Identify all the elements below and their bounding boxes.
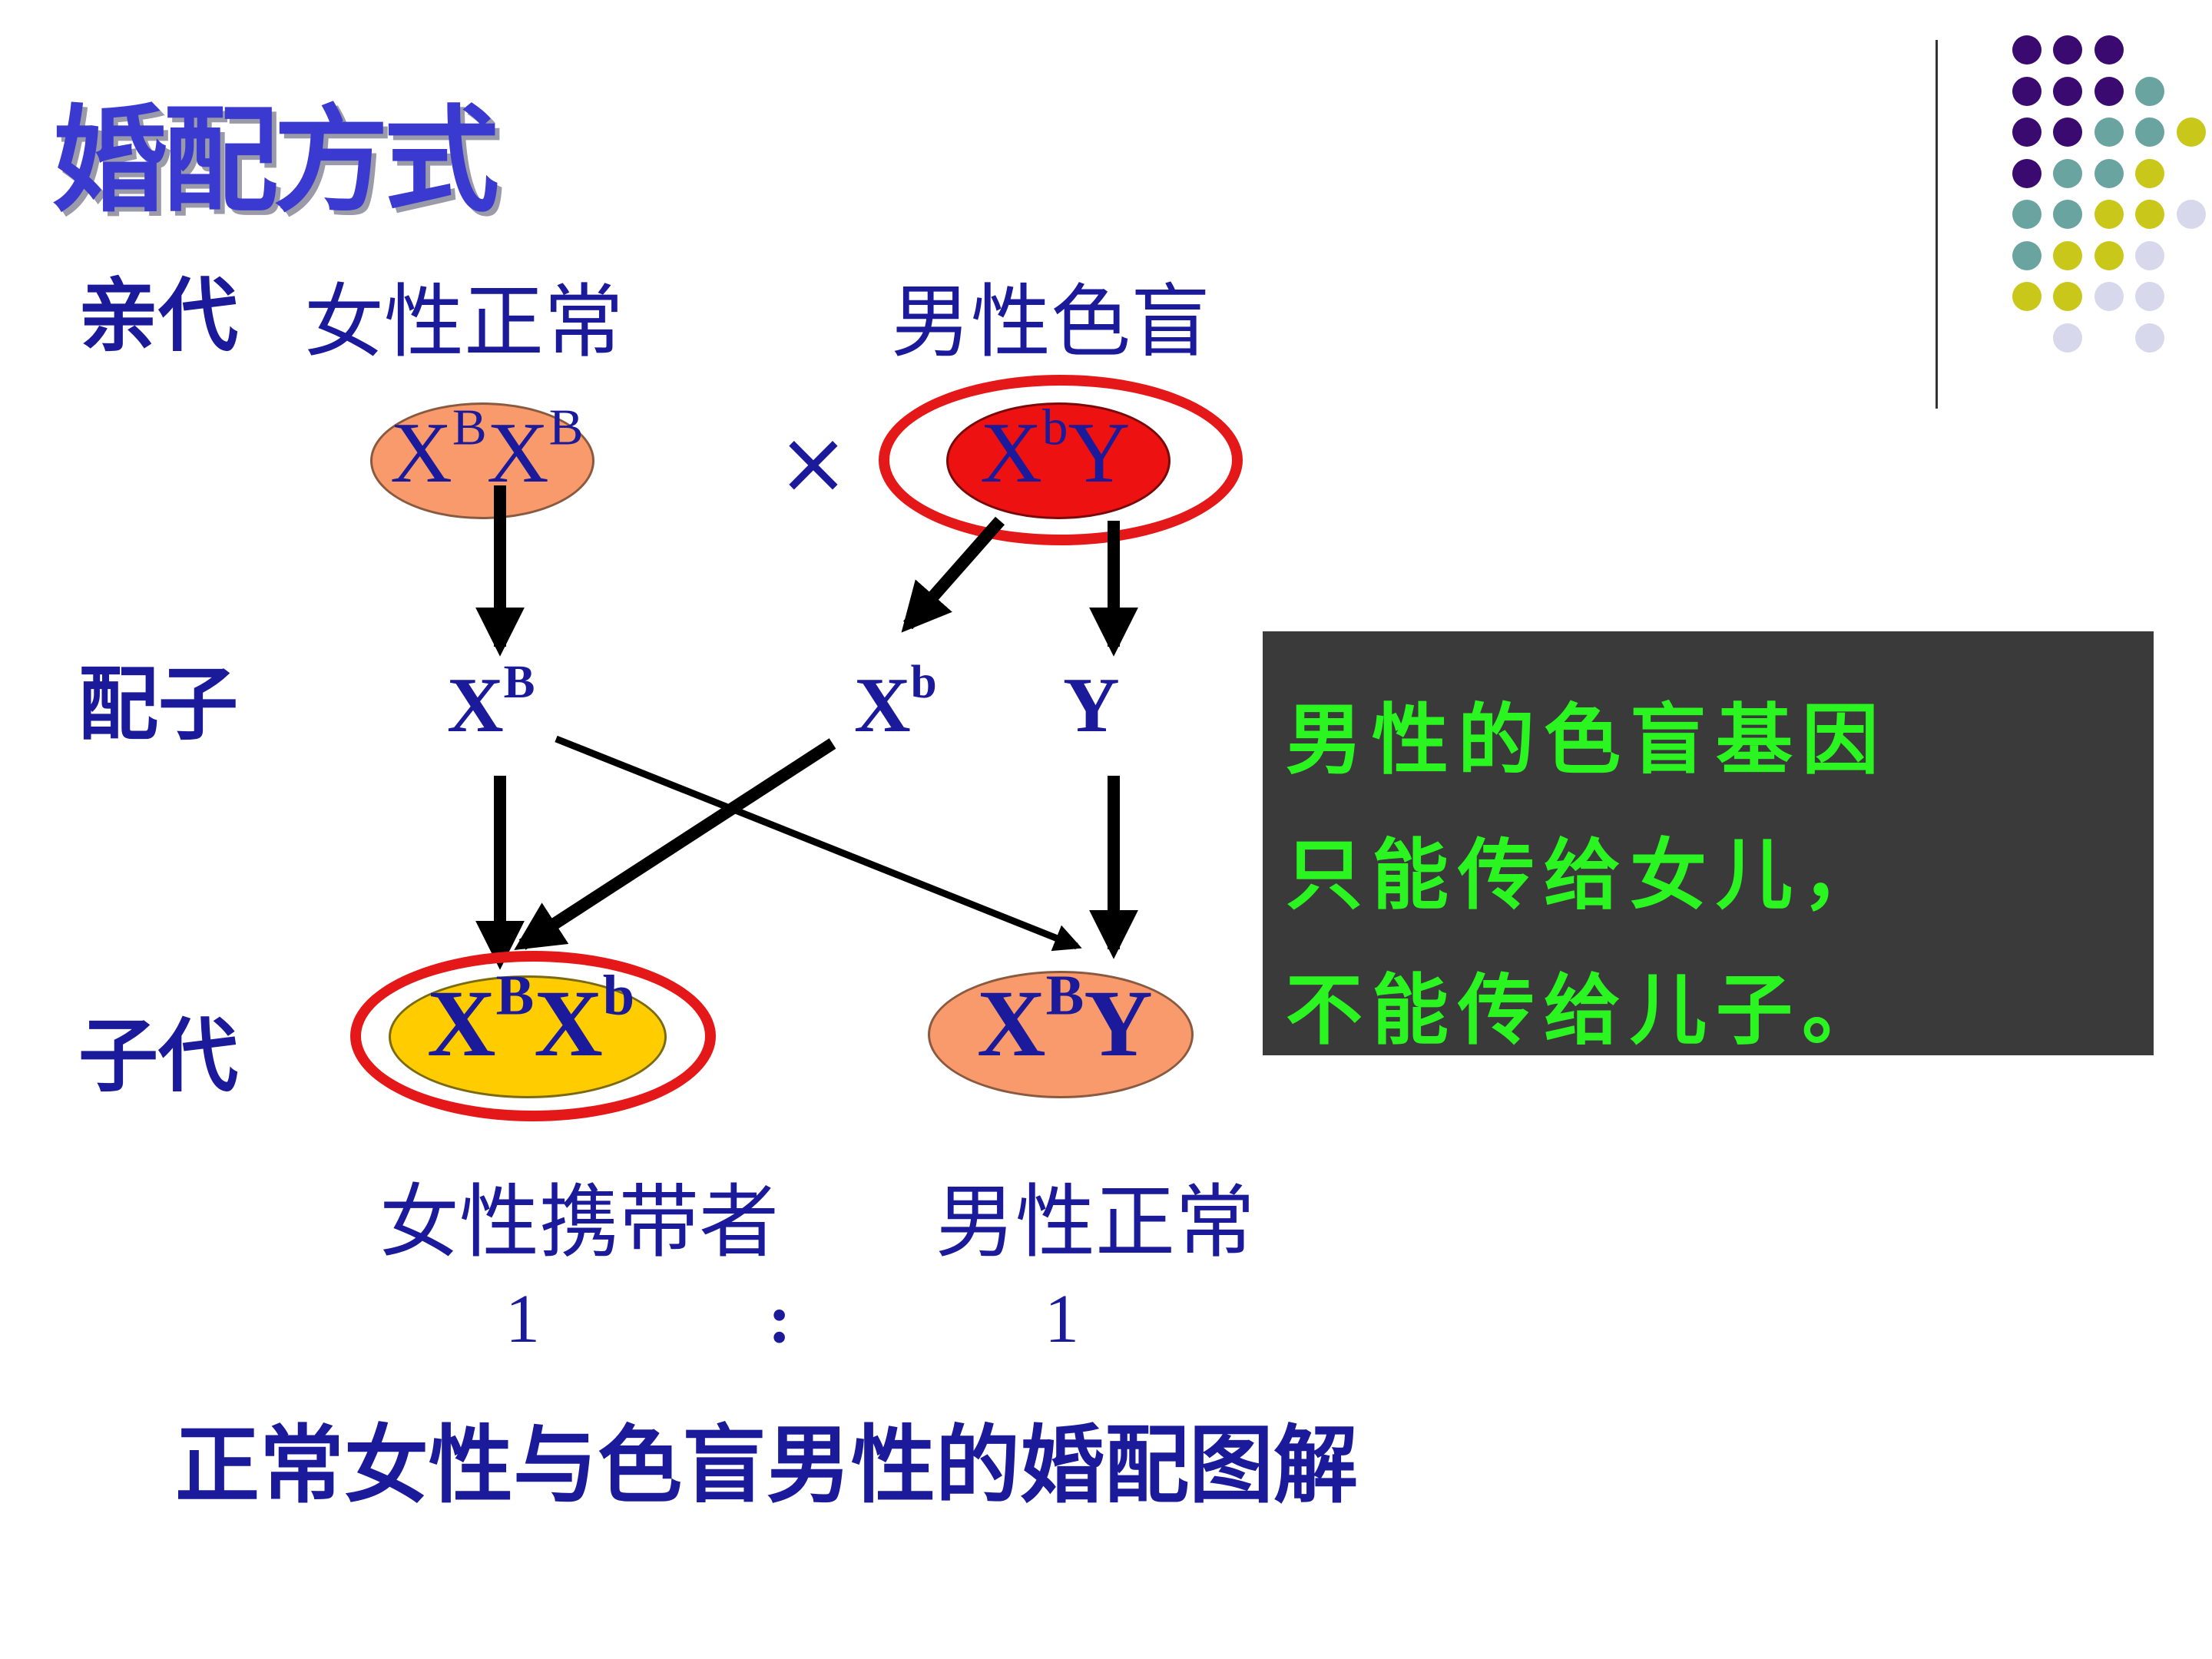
decorative-dot	[2053, 200, 2082, 229]
decorative-dot	[2053, 158, 2082, 188]
row-label-offspring: 子代	[78, 1009, 239, 1103]
note-line-3: 不能传给儿子。	[1286, 965, 1888, 1055]
decorative-dot	[2176, 200, 2206, 229]
gamete-y: Y	[1063, 662, 1120, 749]
gamete-xb: Xb	[854, 655, 937, 749]
parent-male-oval	[946, 402, 1171, 519]
decorative-dot	[2053, 76, 2082, 106]
decorative-dot	[2053, 240, 2082, 270]
offspring-daughter-oval	[389, 975, 667, 1098]
note-line-2: 只能传给女儿，	[1286, 830, 1888, 920]
decorative-dot	[2135, 118, 2164, 147]
decorative-dot	[2094, 240, 2124, 270]
parent-female-oval	[370, 402, 594, 519]
decorative-dot	[2176, 118, 2206, 147]
arrow-male-to-xb	[901, 516, 1005, 633]
ratio-separator: :	[768, 1281, 791, 1357]
decorative-dot	[2053, 323, 2082, 353]
decorative-dot	[2053, 35, 2082, 65]
arrow-xb-to-daughter	[514, 738, 836, 950]
row-label-parent: 亲代	[78, 269, 239, 363]
decorative-dot	[2135, 200, 2164, 229]
decorative-dot	[2094, 35, 2124, 65]
decorative-dot	[2012, 240, 2041, 270]
decorative-dot	[2053, 282, 2082, 311]
offspring-son-genotype: XBY	[977, 964, 1153, 1076]
offspring-son-phenotype: 男性正常	[935, 1175, 1256, 1269]
decorative-dot	[2094, 158, 2124, 188]
decorative-dot	[2012, 35, 2041, 65]
decorative-dot	[2012, 118, 2041, 147]
offspring-daughter-phenotype: 女性携带者	[379, 1175, 780, 1269]
decorative-dot	[2012, 158, 2041, 188]
parent-male-phenotype: 男性色盲	[891, 275, 1211, 369]
offspring-daughter-genotype: XBXb	[427, 964, 635, 1076]
parent-female-phenotype: 女性正常	[304, 275, 624, 369]
diagram-caption: 正常女性与色盲男性的婚配图解	[175, 1416, 1358, 1515]
note-box: 男性的色盲基因 只能传给女儿， 不能传给儿子。	[1263, 631, 2154, 1055]
decorative-dot	[2135, 76, 2164, 106]
decorative-dot	[2135, 282, 2164, 311]
decorative-dot	[2012, 200, 2041, 229]
parent-female-genotype: XBXB	[390, 398, 584, 501]
row-label-gamete: 配子	[78, 657, 239, 751]
ratio-right: 1	[1045, 1281, 1079, 1357]
decorative-dot	[2135, 323, 2164, 353]
decorative-dot	[2094, 282, 2124, 311]
decorative-dot	[2135, 240, 2164, 270]
decorative-dot	[2094, 200, 2124, 229]
divider-line	[1936, 40, 1938, 409]
parent-male-genotype: XbY	[980, 398, 1131, 501]
slide-title: 婚配方式	[52, 94, 499, 228]
decorative-dot	[2012, 282, 2041, 311]
gamete-xB: XB	[447, 655, 535, 749]
offspring-son-oval	[928, 971, 1194, 1098]
decorative-dot	[2094, 76, 2124, 106]
note-line-1: 男性的色盲基因	[1286, 695, 1888, 785]
decorative-dot	[2094, 118, 2124, 147]
ratio-left: 1	[505, 1281, 540, 1357]
arrow-xB-to-son	[555, 735, 1082, 952]
cross-symbol: ×	[777, 413, 849, 513]
decorative-dot	[2135, 158, 2164, 188]
decorative-dot	[2012, 76, 2041, 106]
decorative-dot	[2053, 118, 2082, 147]
